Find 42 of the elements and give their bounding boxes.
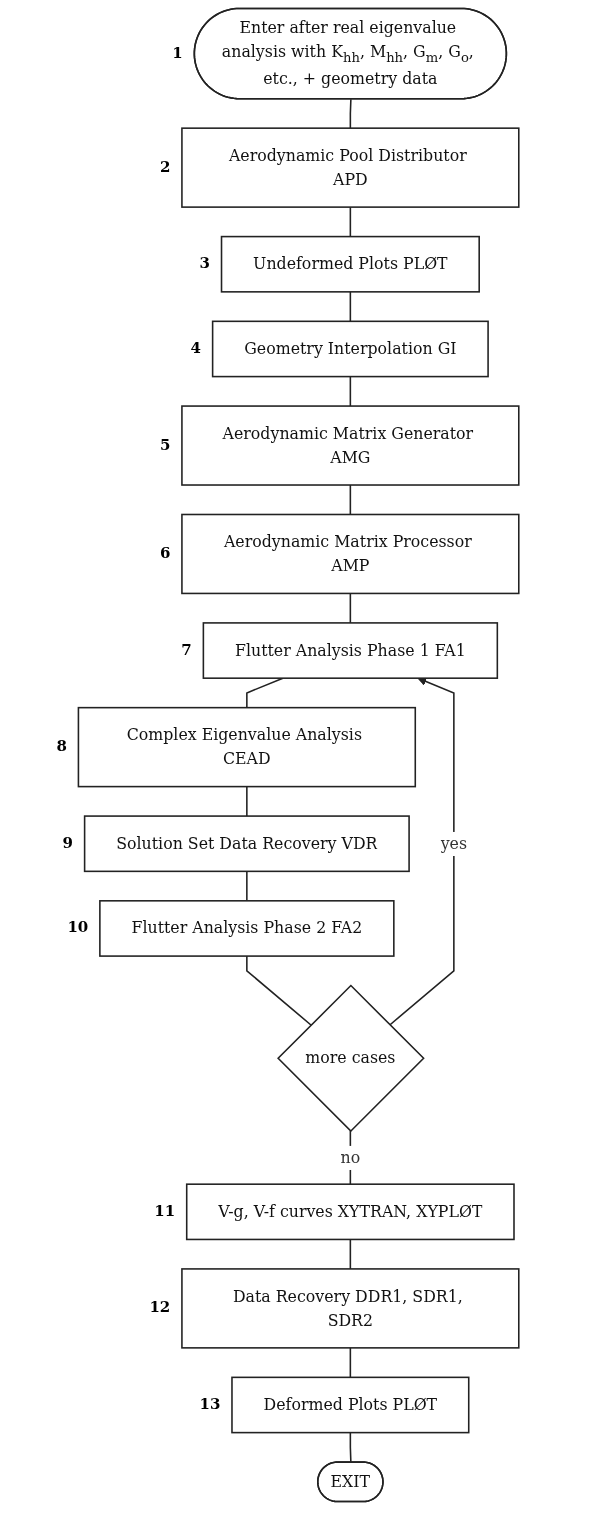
step-number: 10 [67, 918, 89, 937]
connector [246, 870, 249, 902]
node-box: V-g, V-f curves XYTRAN, XYPLØT [186, 1183, 516, 1241]
node-box: Complex Eigenvalue Analysis CEAD [78, 706, 417, 788]
node-box: Aerodynamic Pool Distributor APD [181, 127, 520, 208]
step-number: 6 [159, 543, 171, 562]
step-number: 3 [199, 254, 210, 273]
connector [349, 592, 352, 624]
connector [349, 375, 352, 407]
node-diamond: more cases [277, 984, 426, 1133]
node-box: Data Recovery DDR1, SDR1, SDR2 [181, 1268, 520, 1349]
connector [246, 955, 313, 1026]
step-number: 7 [181, 640, 192, 659]
node-box: Aerodynamic Matrix Generator AMG [181, 405, 520, 486]
node-box: Undeformed Plots PLØT [221, 235, 481, 293]
connector [349, 98, 353, 129]
connector [349, 484, 352, 516]
node-box: Geometry Interpolation GI [212, 320, 490, 378]
node-box: Deformed Plots PLØT [231, 1376, 470, 1434]
connector [349, 291, 352, 323]
step-number: 5 [159, 435, 171, 454]
edge-label: yes [441, 833, 468, 853]
connector [246, 785, 249, 817]
node-box: Solution Set Data Recovery VDR [84, 815, 411, 873]
edge-label: no [340, 1147, 361, 1167]
node-box: Flutter Analysis Phase 1 FA1 [202, 622, 499, 679]
connector [349, 1238, 352, 1270]
connector [349, 1130, 352, 1185]
step-number: 8 [56, 737, 67, 756]
connector [349, 206, 352, 238]
arrow [389, 677, 456, 1026]
step-number: 4 [190, 338, 201, 357]
step-number: 9 [62, 833, 73, 852]
node-box: Flutter Analysis Phase 2 FA2 [99, 900, 395, 957]
step-number: 12 [149, 1298, 171, 1317]
step-number: 13 [199, 1394, 221, 1413]
step-number: 1 [172, 43, 183, 62]
node-box: Aerodynamic Matrix Processor AMP [181, 513, 520, 595]
step-number: 2 [159, 157, 171, 176]
step-number: 11 [154, 1201, 176, 1220]
connector [349, 1431, 353, 1464]
connector [349, 1347, 352, 1379]
